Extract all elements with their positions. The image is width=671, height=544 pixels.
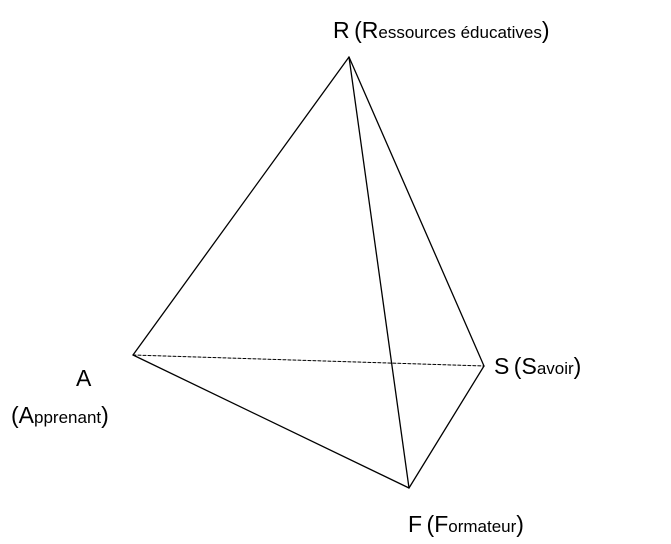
edge-r-a	[132, 56, 350, 356]
vertex-f-initial: F	[434, 511, 449, 537]
vertex-s-letter: S	[494, 353, 510, 379]
vertex-r-open-paren: (	[354, 17, 362, 43]
vertex-name-a: (Apprenant)	[11, 404, 109, 427]
vertex-label-s: S (Savoir)	[494, 355, 581, 378]
edge-r-f	[348, 56, 410, 489]
vertex-a-open-paren: (	[11, 402, 19, 428]
edge-a-s-hidden	[132, 354, 485, 367]
vertex-r-close-paren: )	[541, 17, 550, 43]
vertex-a-close-paren: )	[101, 402, 109, 428]
vertex-a-letter: A	[76, 365, 92, 391]
vertex-s-initial: S	[521, 353, 537, 379]
vertex-f-open-paren: (	[426, 511, 435, 537]
edge-f-s	[408, 365, 485, 489]
vertex-label-r: R (Ressources éducatives)	[333, 19, 550, 42]
vertex-a-initial: A	[18, 402, 35, 428]
vertex-f-rest: ormateur	[448, 517, 517, 536]
vertex-s-open-paren: (	[513, 353, 522, 379]
vertex-r-letter: R	[333, 17, 350, 43]
vertex-f-close-paren: )	[516, 511, 524, 537]
vertex-r-initial: R	[361, 17, 379, 43]
edge-r-s	[348, 56, 485, 367]
vertex-label-f: F (Formateur)	[408, 513, 524, 536]
vertex-r-rest: essources éducatives	[378, 23, 542, 42]
vertex-s-close-paren: )	[573, 353, 582, 379]
tetrahedron-edges	[132, 56, 485, 489]
vertex-f-letter: F	[408, 511, 423, 537]
vertex-s-rest: avoir	[536, 359, 574, 378]
vertex-label-a: A	[76, 367, 91, 390]
vertex-a-rest: pprenant	[34, 408, 102, 427]
edge-a-f	[132, 354, 410, 489]
